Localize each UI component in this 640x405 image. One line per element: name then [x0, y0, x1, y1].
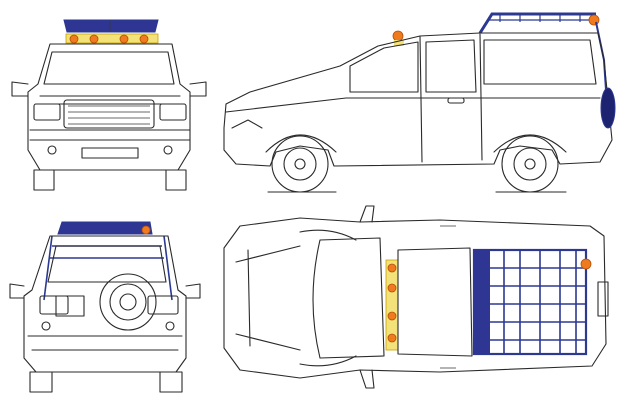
side-front-lamp: [392, 30, 404, 42]
rear-view: [9, 221, 201, 393]
side-view: [223, 12, 616, 193]
side-body-outline: [223, 32, 613, 167]
front-view: [11, 19, 207, 191]
top-lamps: [387, 263, 397, 343]
rear-roof-lamp: [141, 225, 151, 235]
side-spare-wheel: [600, 87, 616, 129]
rear-ladder: [43, 235, 173, 301]
top-spare-wheel: [597, 281, 609, 317]
rear-roof-rack: [57, 221, 153, 235]
top-view: [223, 205, 609, 389]
side-rear-wheel: [501, 135, 559, 193]
top-rear-lamp: [580, 258, 592, 270]
front-roof-rack: [63, 19, 159, 33]
side-rear-lamp: [588, 14, 600, 26]
front-lamps: [69, 34, 149, 44]
front-body-outline: [27, 43, 191, 171]
side-front-wheel: [271, 135, 329, 193]
side-roof-rack: [478, 12, 596, 34]
front-light-bar: [65, 33, 159, 44]
top-body-outline: [223, 217, 607, 379]
side-rear-ladder: [595, 21, 607, 91]
rear-spare-wheel: [99, 273, 157, 331]
top-roof-rack: [472, 248, 588, 356]
